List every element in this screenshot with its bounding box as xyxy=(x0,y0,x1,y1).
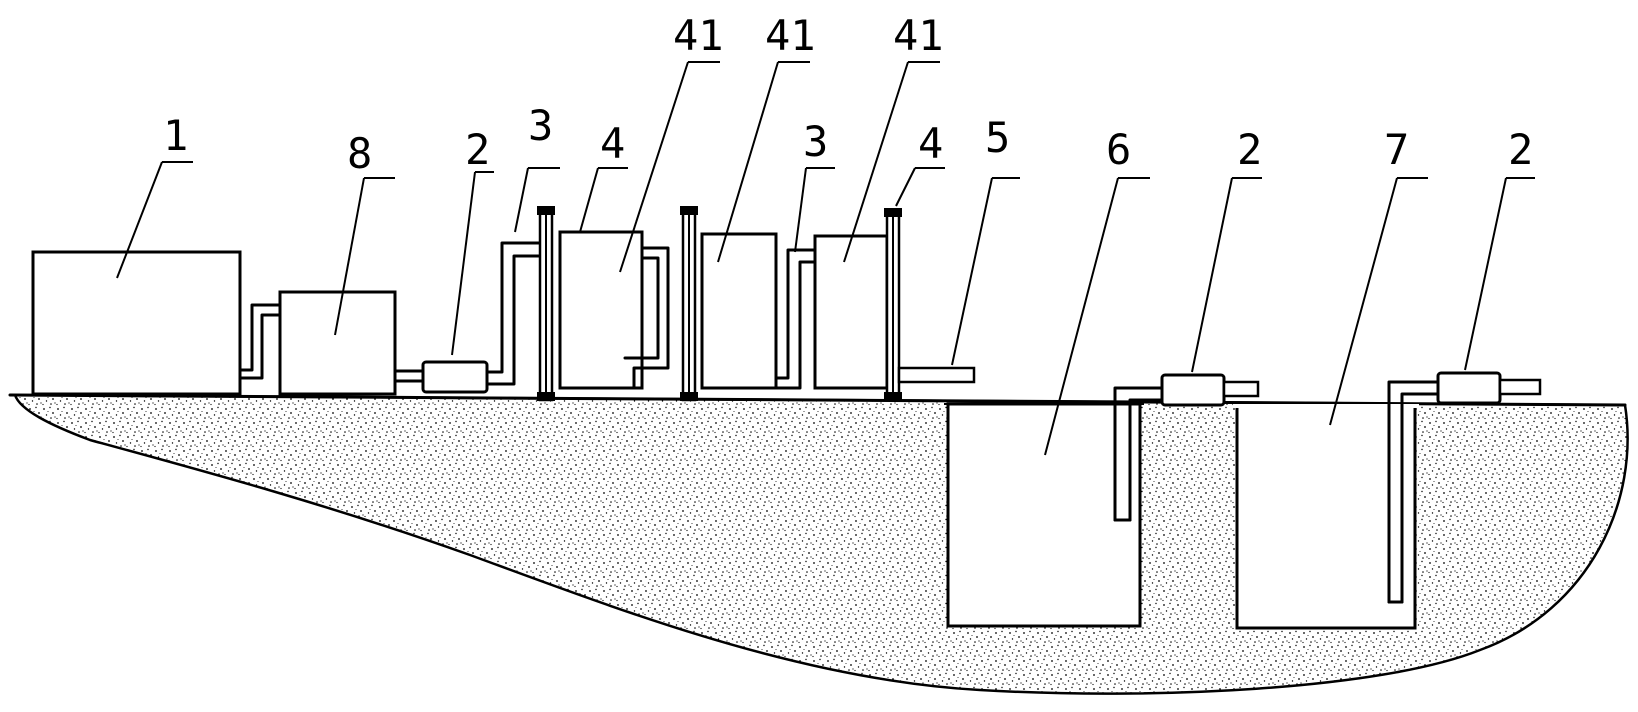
label-module-41c: 41 xyxy=(893,11,944,60)
label-pump-2b: 2 xyxy=(1237,125,1262,174)
tank-1 xyxy=(31,250,242,396)
pump-2c xyxy=(1436,371,1502,405)
label-outlet-5: 5 xyxy=(985,113,1010,162)
label-pipe-3a: 3 xyxy=(528,101,553,150)
label-module-41a: 41 xyxy=(673,11,724,60)
pipe-1-to-8 xyxy=(238,303,282,372)
label-pit-7: 7 xyxy=(1384,125,1409,174)
suction-pipe-pit-6 xyxy=(1113,386,1164,522)
label-unit-8: 8 xyxy=(347,129,372,178)
label-clamp-4a: 4 xyxy=(600,119,625,168)
leader-lines xyxy=(116,61,1535,456)
pit-7 xyxy=(1235,404,1417,630)
module-41a xyxy=(558,230,644,390)
label-module-41b: 41 xyxy=(765,11,816,60)
label-tank-1: 1 xyxy=(163,111,188,160)
ground-line xyxy=(8,393,1627,407)
label-pump-2a: 2 xyxy=(465,125,490,174)
pump-2b xyxy=(1160,373,1226,407)
soil-mass xyxy=(13,393,1629,695)
module-41c xyxy=(813,234,889,390)
pit-6 xyxy=(946,402,1142,628)
pipe-3b xyxy=(774,248,817,380)
pump-2a xyxy=(421,360,489,394)
label-clamp-4b: 4 xyxy=(918,119,943,168)
label-pipe-3b: 3 xyxy=(803,117,828,166)
module-41b xyxy=(700,232,778,390)
suction-pipe-pit-7 xyxy=(1387,380,1440,604)
outlet-5 xyxy=(897,366,976,384)
label-pump-2c: 2 xyxy=(1508,125,1533,174)
label-pit-6: 6 xyxy=(1106,125,1131,174)
pipe-3a xyxy=(485,241,542,374)
unit-8 xyxy=(278,290,397,396)
